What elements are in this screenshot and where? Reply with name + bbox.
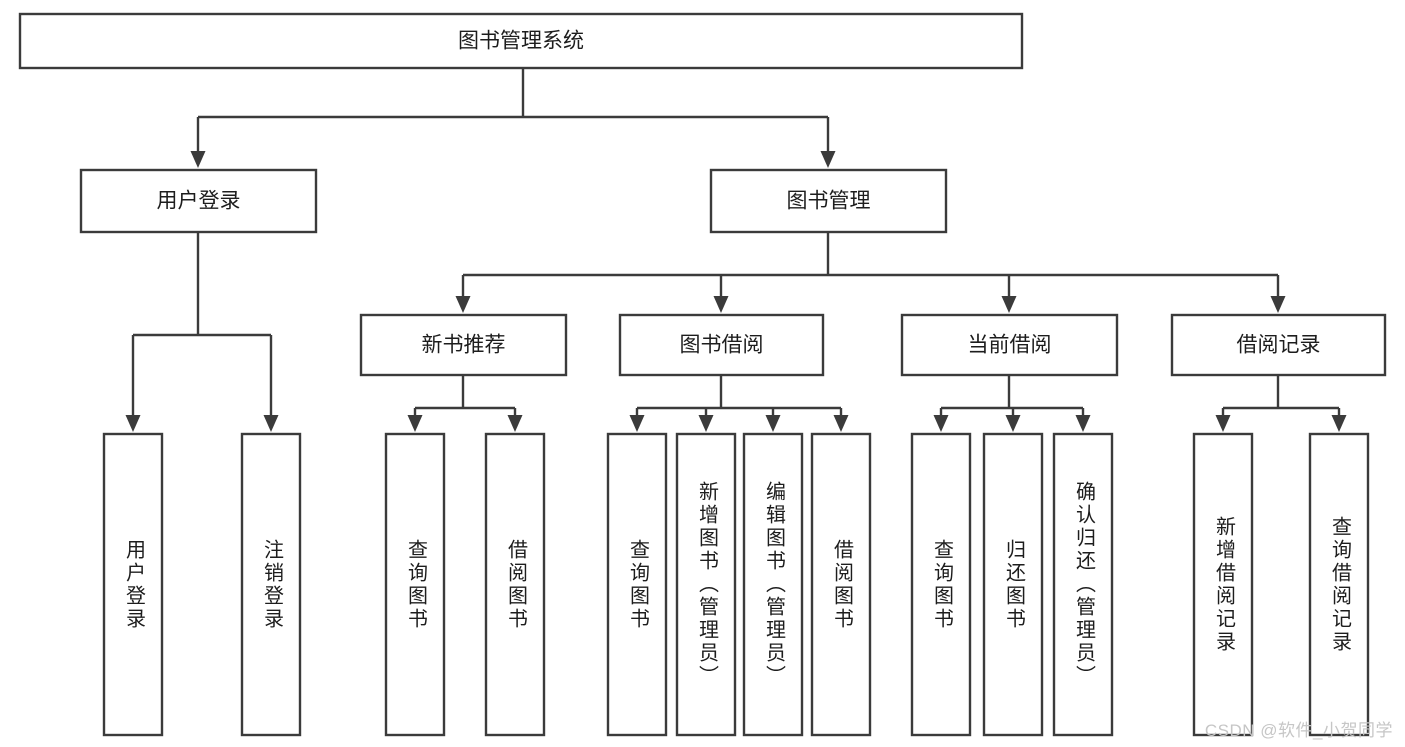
group-drop-arrow-2-0 bbox=[933, 415, 949, 432]
connector-layer bbox=[125, 68, 1347, 432]
node-level3-3[interactable] bbox=[1170, 313, 1387, 377]
node-leaf-8[interactable] bbox=[910, 432, 972, 737]
root-drop-arrow-0 bbox=[190, 151, 206, 168]
login-drop-arrow-0 bbox=[125, 415, 141, 432]
node-leaf-3[interactable] bbox=[484, 432, 546, 737]
node-leaf-0[interactable] bbox=[102, 432, 164, 737]
group-drop-arrow-2-1 bbox=[1005, 415, 1021, 432]
csdn-watermark: CSDN @软件_小贺同学 bbox=[1204, 721, 1393, 740]
box-layer bbox=[18, 12, 1387, 737]
node-level3-1[interactable] bbox=[618, 313, 825, 377]
node-leaf-4[interactable] bbox=[606, 432, 668, 737]
group-drop-arrow-2-2 bbox=[1075, 415, 1091, 432]
node-leaf-9[interactable] bbox=[982, 432, 1044, 737]
node-leaf-2[interactable] bbox=[384, 432, 446, 737]
group-drop-arrow-1-1 bbox=[698, 415, 714, 432]
group-drop-arrow-1-0 bbox=[629, 415, 645, 432]
root-drop-arrow-1 bbox=[820, 151, 836, 168]
node-level2-0[interactable] bbox=[79, 168, 318, 234]
group-drop-arrow-3-0 bbox=[1215, 415, 1231, 432]
group-drop-arrow-3-1 bbox=[1331, 415, 1347, 432]
node-level3-label-0: 新书推荐 bbox=[422, 334, 506, 357]
manage-drop-arrow-0 bbox=[455, 296, 471, 313]
node-level3-label-3: 借阅记录 bbox=[1237, 334, 1321, 357]
node-level2-label-1: 图书管理 bbox=[787, 190, 871, 213]
node-leaf-5[interactable] bbox=[675, 432, 737, 737]
group-drop-arrow-1-2 bbox=[765, 415, 781, 432]
manage-drop-arrow-3 bbox=[1270, 296, 1286, 313]
node-leaf-7[interactable] bbox=[810, 432, 872, 737]
group-drop-arrow-0-0 bbox=[407, 415, 423, 432]
node-level3-0[interactable] bbox=[359, 313, 568, 377]
node-leaf-1[interactable] bbox=[240, 432, 302, 737]
login-drop-arrow-1 bbox=[263, 415, 279, 432]
node-leaf-6[interactable] bbox=[742, 432, 804, 737]
node-leaf-10[interactable] bbox=[1052, 432, 1114, 737]
node-root-label: 图书管理系统 bbox=[458, 30, 584, 53]
node-level3-2[interactable] bbox=[900, 313, 1119, 377]
node-leaf-12[interactable] bbox=[1308, 432, 1370, 737]
node-root[interactable] bbox=[18, 12, 1024, 70]
node-level2-label-0: 用户登录 bbox=[157, 190, 241, 213]
manage-drop-arrow-2 bbox=[1001, 296, 1017, 313]
node-level3-label-2: 当前借阅 bbox=[968, 334, 1052, 357]
node-level2-1[interactable] bbox=[709, 168, 948, 234]
node-leaf-11[interactable] bbox=[1192, 432, 1254, 737]
group-drop-arrow-1-3 bbox=[833, 415, 849, 432]
group-drop-arrow-0-1 bbox=[507, 415, 523, 432]
node-level3-label-1: 图书借阅 bbox=[680, 334, 764, 357]
manage-drop-arrow-1 bbox=[713, 296, 729, 313]
